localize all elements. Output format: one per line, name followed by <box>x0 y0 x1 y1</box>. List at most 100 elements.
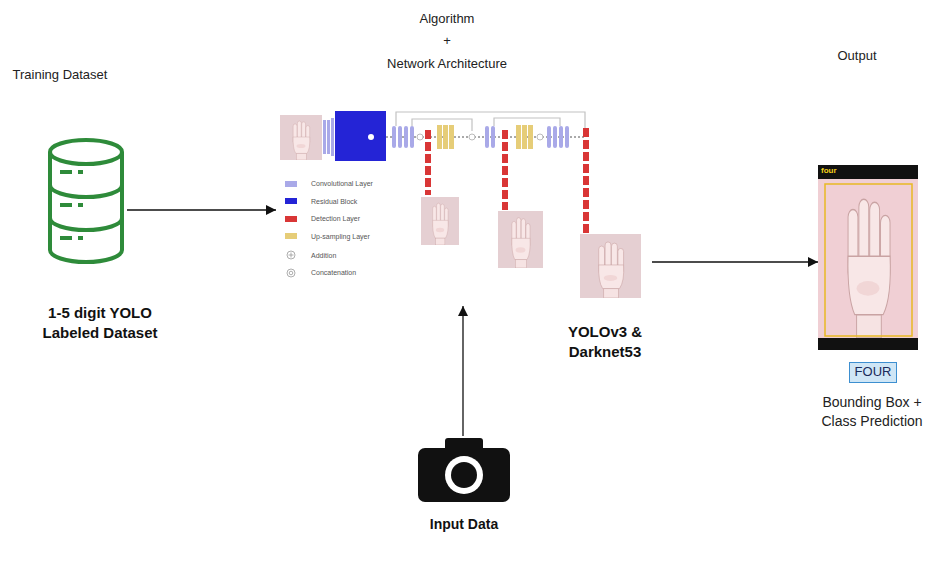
network-illustration <box>469 134 475 140</box>
network-architecture: YOLOv3 & Darknet53 <box>276 108 652 306</box>
legend-text: Detection Layer <box>311 215 360 222</box>
legend-text: Concatenation <box>311 269 356 276</box>
camera-icon <box>451 462 477 488</box>
network-illustration <box>293 121 310 160</box>
database-icon <box>50 140 122 164</box>
column-heading: Training Dataset <box>0 66 120 84</box>
dataset-label: 1-5 digit YOLO Labeled Dataset <box>30 303 170 342</box>
dataset-node: 1-5 digit YOLO Labeled Dataset <box>45 135 127 263</box>
legend-text: Convolutional Layer <box>311 180 373 187</box>
network-illustration <box>443 125 448 149</box>
network-illustration <box>599 242 624 298</box>
legend-symbol <box>289 253 294 258</box>
legend-swatch <box>285 198 297 204</box>
output-photo <box>818 165 918 350</box>
arrow-connector <box>127 209 276 210</box>
network-illustration <box>537 134 543 140</box>
class-prediction-box: FOUR <box>849 362 898 383</box>
network-illustration <box>280 111 641 298</box>
database-icon <box>60 203 72 207</box>
network-illustration <box>528 125 533 149</box>
database-icon <box>60 236 72 240</box>
column-heading: Output <box>817 47 897 65</box>
network-illustration <box>512 218 530 268</box>
output-photo <box>818 165 918 350</box>
network-illustration <box>553 126 557 148</box>
legend-swatch <box>285 216 297 222</box>
legend-symbol <box>285 268 297 278</box>
network-illustration <box>491 126 495 148</box>
network-illustration <box>547 126 551 148</box>
network-illustration <box>323 120 326 154</box>
network-illustration <box>327 120 330 154</box>
network-illustration <box>580 234 641 298</box>
network-illustration <box>417 134 423 140</box>
camera-icon <box>418 438 510 502</box>
database-icon <box>78 170 83 174</box>
network-illustration <box>449 125 454 149</box>
network-illustration <box>331 118 334 156</box>
database-icon <box>50 152 122 262</box>
output-image: four <box>818 165 918 350</box>
network-illustration <box>425 130 431 195</box>
database-icon <box>50 218 122 230</box>
output-photo <box>825 184 912 336</box>
legend-entry: Convolutional Layer <box>285 180 373 187</box>
network-illustration <box>421 197 459 245</box>
class-name: FOUR <box>855 364 892 381</box>
network-illustration <box>433 203 449 245</box>
network-illustration <box>437 125 442 149</box>
legend-entry: Concatenation <box>285 268 356 278</box>
legend-text: Residual Block <box>311 198 357 205</box>
legend-swatch <box>285 181 297 187</box>
network-illustration <box>392 126 396 148</box>
network-illustration <box>396 112 585 128</box>
network-illustration <box>494 118 560 126</box>
legend-symbol <box>289 271 293 275</box>
network-illustration <box>522 125 527 149</box>
legend-entry: Detection Layer <box>285 215 360 222</box>
network-illustration <box>398 126 402 148</box>
legend-entry: Addition <box>285 250 336 260</box>
arrow-connector <box>652 261 818 262</box>
network-illustration <box>280 115 322 160</box>
network-illustration <box>565 126 569 148</box>
database-icon <box>60 170 72 174</box>
input-label: Input Data <box>404 515 524 533</box>
legend-swatch <box>285 233 297 239</box>
legend-text: Up-sampling Layer <box>311 233 370 240</box>
detected-class-tag: four <box>821 166 837 176</box>
network-illustration <box>583 128 589 233</box>
output-photo <box>818 179 918 338</box>
legend-text: Addition <box>311 252 336 259</box>
database-icon <box>78 236 83 240</box>
network-illustration <box>410 126 414 148</box>
column-heading: + <box>427 32 467 50</box>
network-illustration <box>335 111 386 161</box>
database-icon <box>78 203 83 207</box>
column-heading: Algorithm <box>397 10 497 28</box>
network-illustration <box>368 134 374 140</box>
database-icon <box>50 185 122 197</box>
legend-entry: Residual Block <box>285 198 357 205</box>
legend-symbol <box>285 250 297 260</box>
output-photo <box>848 199 890 338</box>
camera-icon <box>445 456 483 494</box>
network-illustration <box>404 126 408 148</box>
camera-input: Input Data <box>416 436 512 504</box>
legend-entry: Up-sampling Layer <box>285 233 370 240</box>
column-heading: Network Architecture <box>362 55 532 73</box>
legend-symbol <box>287 251 295 259</box>
network-illustration <box>559 126 563 148</box>
database-icon <box>50 140 122 262</box>
network-illustration <box>516 125 521 149</box>
model-name: YOLOv3 & Darknet53 <box>550 322 660 361</box>
camera-icon <box>418 448 510 502</box>
output-caption: Bounding Box + Class Prediction <box>810 393 934 431</box>
network-illustration <box>498 211 543 268</box>
network-illustration <box>502 130 508 210</box>
